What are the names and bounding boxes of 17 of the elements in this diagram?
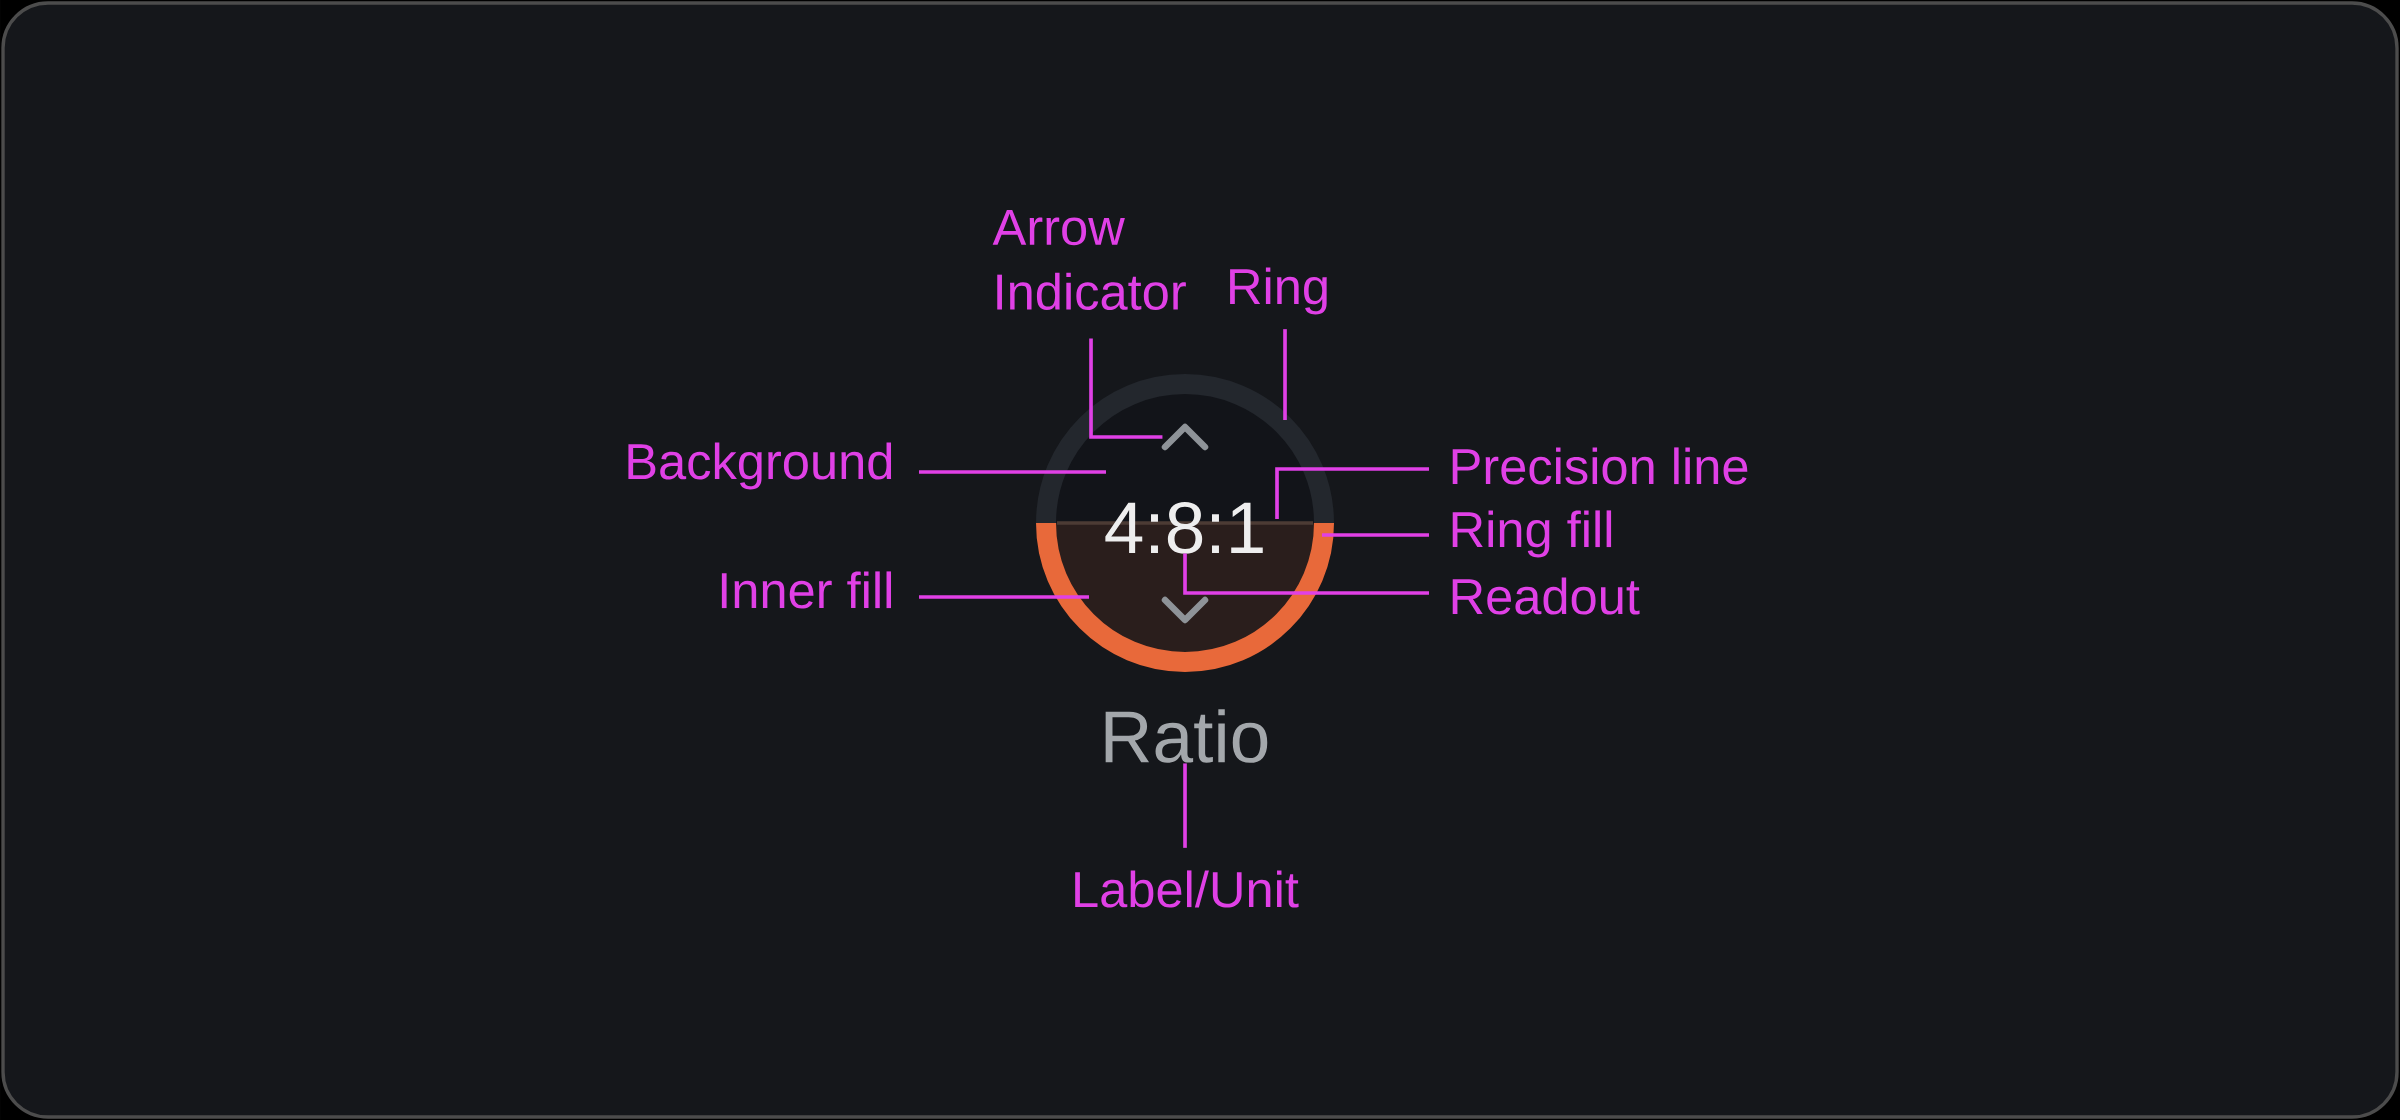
callout-label: Background [628,442,892,490]
leader-line [1283,329,1287,420]
callout-label: Precision line [1452,447,1748,485]
unit-label: Ratio [1105,709,1268,763]
callout-label: Inner fill [721,571,891,609]
leader-line [1089,338,1163,439]
callout-label: Readout [1452,577,1640,615]
leader-line [919,595,1089,599]
callout-label: Arrow Indicator [992,210,1186,310]
leader-line [919,470,1106,474]
callout-label: Ring [1230,267,1327,315]
callout-label: Label/Unit [1075,870,1299,908]
leader-line [1322,533,1429,537]
up-chevron-icon [1161,423,1209,451]
leader-line [1275,467,1429,519]
leader-line [1183,763,1187,848]
callout-label: Ring fill [1452,510,1612,558]
